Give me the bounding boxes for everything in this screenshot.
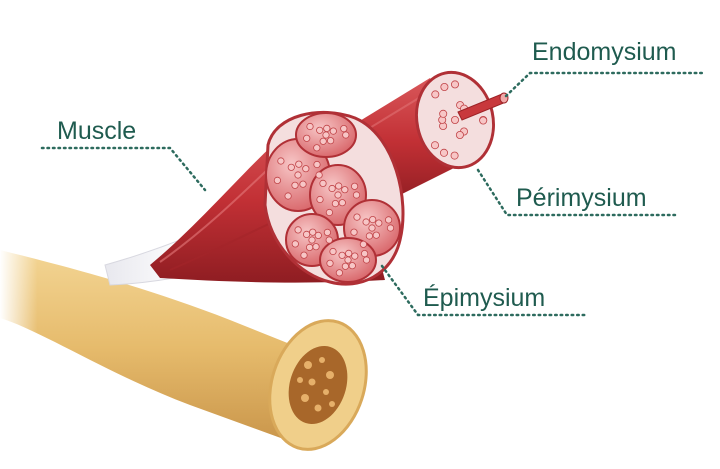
fiber-dot bbox=[291, 181, 299, 189]
fiber-dot bbox=[365, 232, 373, 240]
leader-line-perimysium bbox=[476, 168, 677, 217]
fiber-dot bbox=[302, 165, 310, 173]
fiber-dot bbox=[384, 216, 393, 224]
fiber-dot bbox=[375, 219, 383, 227]
fiber-dot bbox=[386, 224, 395, 232]
fiber-dot bbox=[284, 192, 292, 200]
fiber-dot bbox=[273, 176, 281, 184]
fiber-dot bbox=[328, 184, 336, 193]
fiber-dot bbox=[439, 109, 448, 118]
fiber-dot bbox=[316, 195, 324, 204]
leader-line-endomysium bbox=[504, 71, 705, 98]
fiber-dot bbox=[348, 262, 356, 270]
fiber-dot bbox=[300, 251, 308, 259]
fiber-dot bbox=[369, 216, 377, 224]
fiber-dot bbox=[323, 124, 331, 132]
fiber-dot bbox=[334, 191, 342, 199]
fiber-dot bbox=[450, 116, 459, 125]
fiber-dot bbox=[319, 179, 327, 187]
leader-line-epimysium bbox=[380, 264, 587, 317]
fiber-dot bbox=[326, 259, 334, 267]
label-endomysium: Endomysium bbox=[532, 38, 677, 66]
fiber-dot bbox=[341, 262, 349, 270]
fiber-dot bbox=[450, 151, 459, 160]
fiber-dot bbox=[335, 269, 343, 277]
leader-line-muscle bbox=[40, 146, 207, 192]
fiber-dot bbox=[303, 134, 311, 142]
bone bbox=[0, 240, 368, 451]
fiber-dot bbox=[450, 80, 459, 89]
fiber-dot bbox=[335, 182, 343, 190]
fiber-dot bbox=[305, 243, 314, 251]
fiber-dot bbox=[362, 218, 370, 226]
fiber-dot bbox=[302, 230, 311, 238]
fiber-dot bbox=[308, 236, 316, 244]
fiber-dot bbox=[342, 131, 350, 139]
fiber-dot bbox=[351, 252, 359, 260]
fiber-dot bbox=[344, 256, 352, 264]
fiber-dot bbox=[291, 240, 299, 248]
fiber-dot bbox=[277, 157, 285, 165]
fiber-dot bbox=[323, 228, 331, 236]
fiber-dot bbox=[312, 243, 320, 251]
fiber-dot bbox=[313, 144, 321, 152]
fiber-dot bbox=[359, 240, 367, 248]
fascicle-cross-section bbox=[415, 70, 495, 170]
fiber-dot bbox=[325, 236, 333, 244]
fiber-dot bbox=[319, 137, 327, 145]
fiber-dot bbox=[329, 247, 337, 256]
fiber-dot bbox=[455, 130, 464, 139]
fiber-dot bbox=[430, 141, 439, 150]
fiber-dot bbox=[338, 199, 346, 207]
marrow-pores bbox=[297, 357, 335, 412]
fiber-dot bbox=[479, 116, 488, 125]
fiber-dot bbox=[338, 251, 346, 259]
fiber-dot bbox=[299, 180, 307, 188]
label-muscle: Muscle bbox=[57, 117, 137, 145]
fiber-dot bbox=[368, 224, 376, 232]
leader-lines bbox=[40, 71, 705, 317]
label-perimysium: Périmysium bbox=[516, 184, 647, 212]
fiber-dot bbox=[326, 137, 335, 145]
fiber-dot bbox=[440, 83, 449, 92]
fiber-dot bbox=[287, 163, 295, 171]
fiber-dot bbox=[322, 131, 330, 139]
fiber-dot bbox=[294, 171, 302, 179]
fiber-dot bbox=[340, 125, 348, 133]
fiber-dot bbox=[362, 256, 371, 264]
fiber-dot bbox=[372, 231, 380, 239]
fiber-dot bbox=[439, 148, 448, 157]
fiber-dot bbox=[360, 250, 369, 258]
label-epimysium: Épimysium bbox=[423, 284, 546, 312]
fiber-dot bbox=[331, 200, 339, 208]
fiber-dot bbox=[314, 231, 322, 239]
fiber-dot bbox=[309, 228, 317, 236]
fiber-dot bbox=[341, 186, 349, 194]
fiber-dot bbox=[295, 160, 303, 168]
fiber-dot bbox=[306, 122, 314, 131]
fiber-dot bbox=[329, 127, 337, 135]
fiber-dot bbox=[353, 213, 361, 221]
fiber-dot bbox=[431, 90, 440, 99]
fiber-dot bbox=[316, 126, 324, 134]
fiber-dot bbox=[345, 249, 353, 257]
fiber-dot bbox=[352, 191, 361, 199]
fiber-dot bbox=[315, 171, 323, 179]
fiber-dot bbox=[325, 208, 333, 217]
muscle-cross-section bbox=[263, 110, 405, 286]
fiber-dot bbox=[350, 228, 358, 236]
fiber-dot bbox=[350, 182, 359, 190]
fiber-dot bbox=[313, 160, 321, 169]
fiber-dot bbox=[294, 226, 302, 234]
